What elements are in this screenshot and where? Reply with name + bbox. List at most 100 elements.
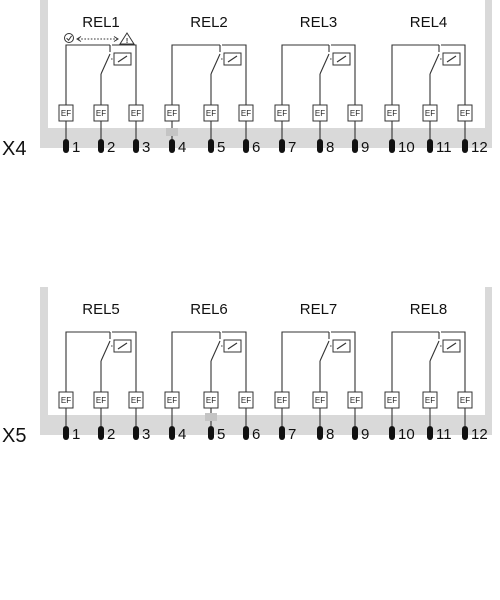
common-wire: [65, 44, 110, 105]
fuse-ef: EF: [128, 391, 144, 426]
arrow-left-head: [76, 36, 82, 42]
common-wire: [391, 44, 439, 105]
coil-wire: [222, 44, 247, 105]
fuse-ef: EF: [457, 391, 473, 426]
terminal-number: 7: [288, 139, 296, 156]
relay-coil-icon: [330, 52, 351, 66]
terminal-3: 3: [133, 426, 150, 443]
terminal-number: 12: [471, 426, 488, 443]
fuse-label: EF: [61, 109, 71, 118]
terminal-number: 6: [252, 139, 260, 156]
relay-label: REL2: [190, 14, 228, 31]
relay-label: REL4: [410, 14, 448, 31]
terminal-8: 8: [317, 139, 334, 156]
terminal-number: 5: [217, 426, 225, 443]
terminal-pin: [427, 139, 433, 153]
terminal-4: 4: [169, 139, 186, 156]
fuse-label: EF: [131, 396, 141, 405]
relay-rel6: REL6: [171, 301, 247, 392]
switch-contact: [210, 340, 221, 362]
terminal-2: 2: [98, 426, 115, 443]
coil-wire: [222, 331, 247, 392]
terminal-pin: [279, 426, 285, 440]
relay-rel3: REL3: [281, 14, 356, 105]
terminal-pin: [279, 139, 285, 153]
fuse-label: EF: [425, 396, 435, 405]
terminal-pin: [133, 426, 139, 440]
terminal-number: 5: [217, 139, 225, 156]
terminal-marker: [205, 413, 217, 421]
terminal-pin: [63, 426, 69, 440]
connector-label: X4: [2, 138, 26, 160]
relay-coil-icon: [111, 52, 132, 66]
fuse-label: EF: [241, 396, 251, 405]
terminal-pin: [169, 139, 175, 153]
fuse-ef: EF: [238, 104, 254, 139]
terminal-pin: [352, 426, 358, 440]
terminal-pin: [352, 139, 358, 153]
relay-label: REL3: [300, 14, 338, 31]
common-wire: [171, 44, 220, 105]
terminal-pin: [208, 139, 214, 153]
fuse-ef: EF: [128, 104, 144, 139]
coil-wire: [441, 44, 466, 105]
terminal-11: 11: [427, 139, 452, 156]
terminal-number: 4: [178, 426, 186, 443]
terminal-number: 12: [471, 139, 488, 156]
terminal-number: 9: [361, 139, 369, 156]
fuse-label: EF: [131, 109, 141, 118]
terminal-pin: [462, 139, 468, 153]
check-circle-icon: [64, 33, 74, 43]
fuse-label: EF: [206, 396, 216, 405]
terminal-pin: [98, 426, 104, 440]
terminal-number: 1: [72, 139, 80, 156]
common-wire: [281, 331, 329, 392]
switch-contact: [429, 340, 440, 362]
fuse-label: EF: [387, 109, 397, 118]
terminal-6: 6: [243, 426, 260, 443]
terminal-number: 4: [178, 139, 186, 156]
common-wire: [65, 331, 110, 392]
terminal-pin: [243, 426, 249, 440]
fuse-label: EF: [167, 396, 177, 405]
fuse-label: EF: [425, 109, 435, 118]
terminal-3: 3: [133, 139, 150, 156]
terminal-9: 9: [352, 139, 369, 156]
fuse-ef: EF: [422, 104, 438, 139]
terminal-pin: [427, 426, 433, 440]
terminal-number: 7: [288, 426, 296, 443]
relay-rel5: REL5: [65, 301, 137, 392]
terminal-number: 3: [142, 139, 150, 156]
terminal-pin: [389, 426, 395, 440]
terminal-7: 7: [279, 139, 296, 156]
terminal-pin: [243, 139, 249, 153]
terminal-pin: [208, 426, 214, 440]
fuse-ef: EF: [164, 391, 180, 426]
contact-warning-annotation: !: [64, 32, 135, 45]
terminal-10: 10: [389, 139, 415, 156]
terminal-5: 5: [208, 426, 225, 443]
relay-label: REL5: [82, 301, 120, 318]
fuse-label: EF: [241, 109, 251, 118]
terminal-4: 4: [169, 426, 186, 443]
terminal-2: 2: [98, 139, 115, 156]
fuse-label: EF: [350, 109, 360, 118]
relay-label: REL1: [82, 14, 120, 31]
fuse-label: EF: [61, 396, 71, 405]
relay-coil-icon: [111, 339, 132, 353]
terminal-number: 11: [436, 139, 452, 156]
terminal-number: 9: [361, 426, 369, 443]
terminal-pin: [317, 139, 323, 153]
terminal-10: 10: [389, 426, 415, 443]
relay-coil-icon: [221, 339, 242, 353]
terminal-11: 11: [427, 426, 452, 443]
common-wire: [171, 331, 220, 392]
terminal-pin: [98, 139, 104, 153]
fuse-label: EF: [460, 396, 470, 405]
fuse-label: EF: [350, 396, 360, 405]
terminal-pin: [317, 426, 323, 440]
fuse-label: EF: [460, 109, 470, 118]
relay-coil-icon: [440, 52, 461, 66]
